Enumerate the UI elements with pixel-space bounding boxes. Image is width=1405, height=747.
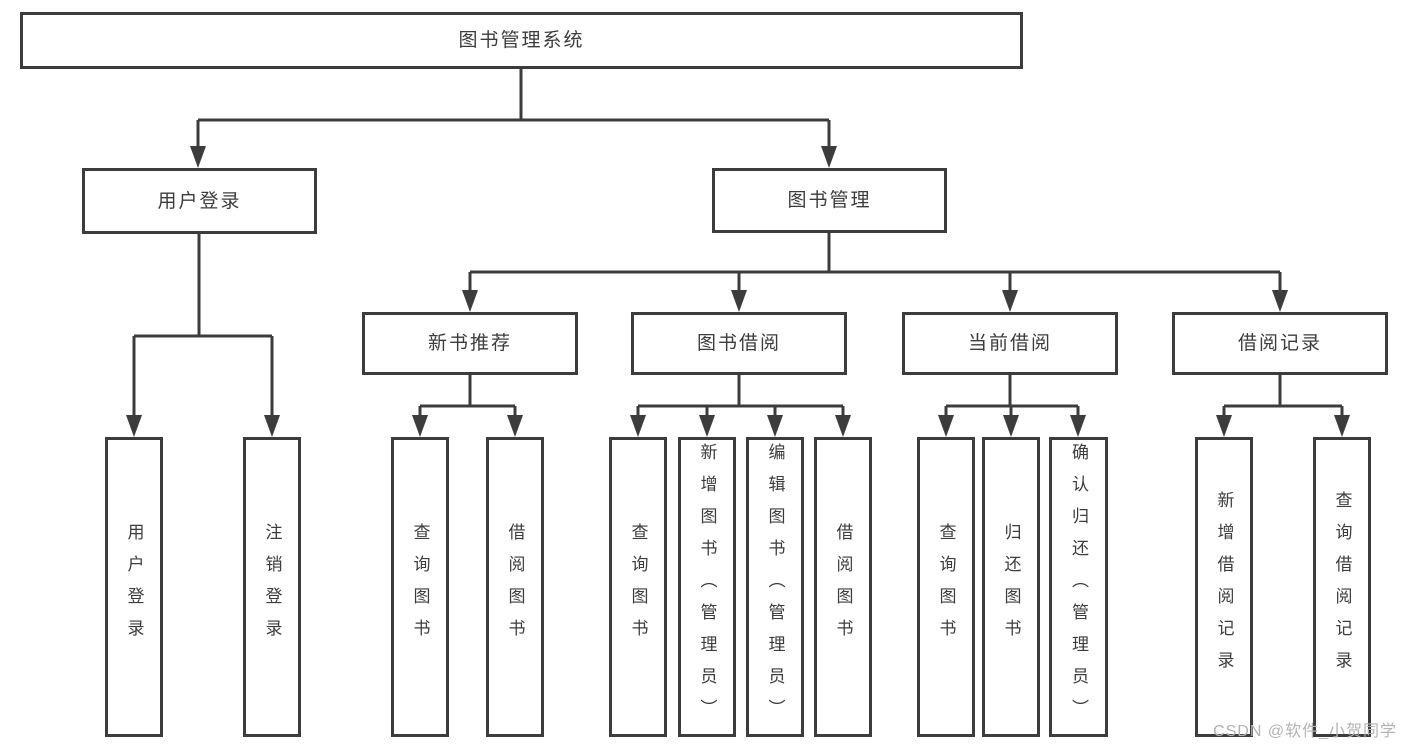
node-new-book-recommend-label: 新书推荐 [427,333,512,354]
leaf-current-return-books: 归还图书 [982,437,1040,737]
leaf-record-query-borrow-record-label: 查询借阅记录 [1332,491,1352,683]
leaf-borrow-add-books-admin-label: 新增图书（管理员） [697,443,717,731]
leaf-logout: 注销登录 [243,437,301,737]
leaf-record-add-borrow-record: 新增借阅记录 [1195,437,1253,737]
leaf-borrow-query-books: 查询图书 [609,437,667,737]
leaf-borrow-edit-books-admin-label: 编辑图书（管理员） [765,443,785,731]
leaf-record-query-borrow-record: 查询借阅记录 [1313,437,1371,737]
node-user-login: 用户登录 [82,168,317,234]
node-root-label: 图书管理系统 [458,30,585,51]
leaf-newbook-borrow-books: 借阅图书 [486,437,544,737]
connector-path [132,68,1344,419]
node-book-management: 图书管理 [712,168,947,233]
leaf-current-query-books: 查询图书 [917,437,975,737]
leaf-borrow-edit-books-admin: 编辑图书（管理员） [746,437,804,737]
node-book-borrow-label: 图书借阅 [696,333,781,354]
leaf-borrow-add-books-admin: 新增图书（管理员） [678,437,736,737]
leaf-newbook-borrow-books-label: 借阅图书 [505,523,525,651]
leaf-current-return-books-label: 归还图书 [1001,523,1021,651]
leaf-newbook-query-books-label: 查询图书 [410,523,430,651]
leaf-logout-label: 注销登录 [262,523,282,651]
node-root: 图书管理系统 [20,12,1023,69]
leaf-borrow-borrow-books-label: 借阅图书 [833,523,853,651]
leaf-current-confirm-return-admin-label: 确认归还（管理员） [1069,443,1088,731]
leaf-borrow-query-books-label: 查询图书 [628,523,648,651]
leaf-user-login-label: 用户登录 [124,523,144,651]
node-current-borrow: 当前借阅 [902,312,1118,375]
node-borrow-record: 借阅记录 [1172,312,1388,375]
node-user-login-label: 用户登录 [157,190,242,212]
arrowheads [126,146,1350,437]
leaf-borrow-borrow-books: 借阅图书 [814,437,872,737]
node-book-borrow: 图书借阅 [631,312,847,375]
leaf-user-login: 用户登录 [105,437,163,737]
leaf-current-query-books-label: 查询图书 [936,523,956,651]
node-new-book-recommend: 新书推荐 [362,312,578,375]
leaf-newbook-query-books: 查询图书 [391,437,449,737]
node-borrow-record-label: 借阅记录 [1237,333,1322,354]
node-current-borrow-label: 当前借阅 [967,333,1052,354]
node-book-management-label: 图书管理 [787,190,872,211]
leaf-current-confirm-return-admin: 确认归还（管理员） [1049,437,1108,737]
leaf-record-add-borrow-record-label: 新增借阅记录 [1214,491,1234,683]
